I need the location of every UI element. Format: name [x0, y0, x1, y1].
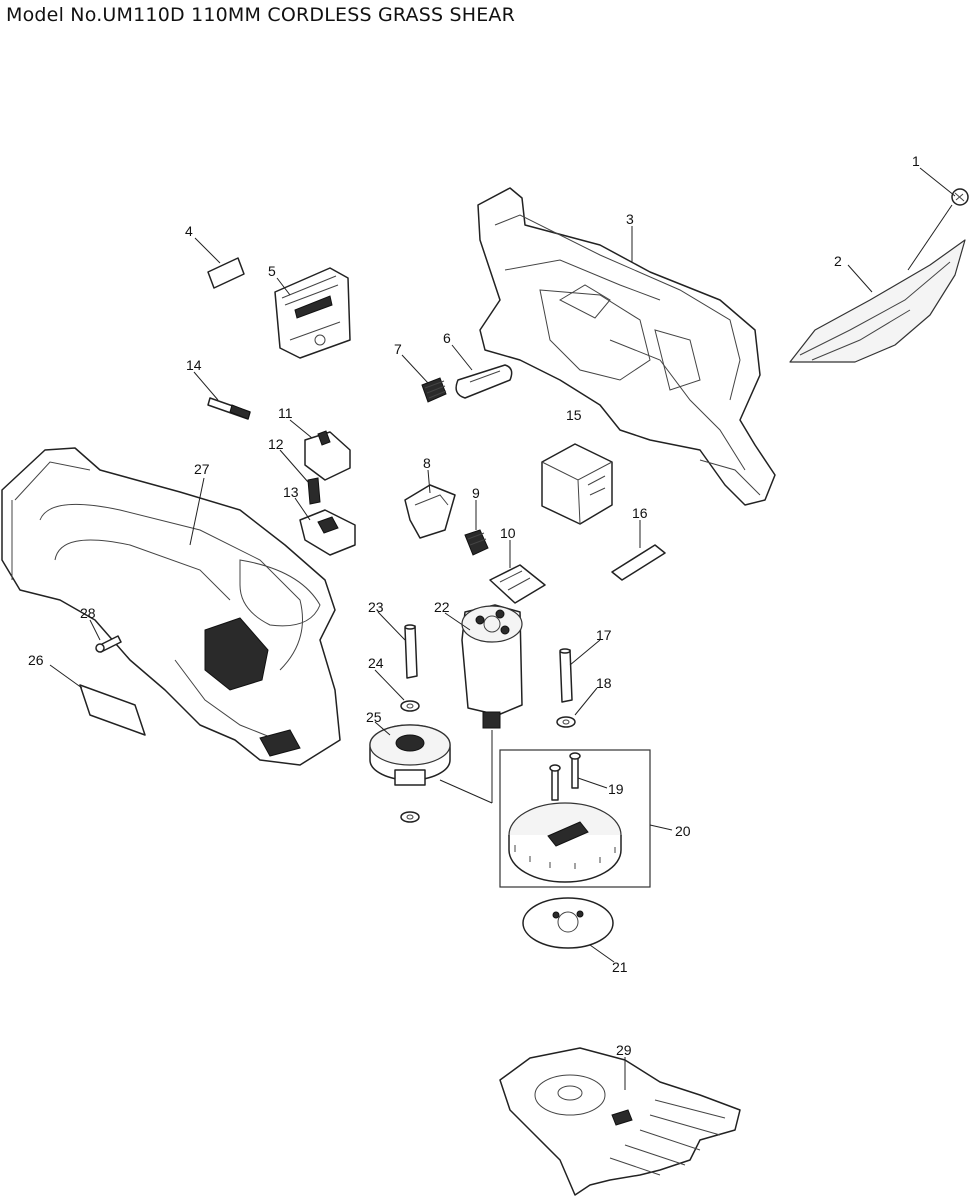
- callout-6: 6: [443, 330, 451, 346]
- part-7-spring: [421, 377, 447, 403]
- page-title: Model No.UM110D 110MM CORDLESS GRASS SHE…: [6, 4, 516, 26]
- part-15-battery-block: [541, 443, 613, 525]
- callout-8: 8: [423, 455, 431, 471]
- callout-7: 7: [394, 341, 402, 357]
- callout-labels: 1 2 3 4 5 6 7 8 9 10 11 12 13 14 15 16 1…: [28, 153, 920, 1058]
- part-27-main-housing: [1, 447, 341, 766]
- callout-1: 1: [912, 153, 920, 169]
- callout-18: 18: [596, 675, 612, 691]
- washer-lower: [400, 811, 420, 823]
- part-4-label: [207, 257, 245, 289]
- part-1-screw: [907, 188, 969, 271]
- callout-29: 29: [616, 1042, 632, 1058]
- callout-4: 4: [185, 223, 193, 239]
- part-11-switch: [304, 430, 351, 481]
- part-2-cover: [789, 239, 966, 363]
- part-21-disc: [522, 897, 614, 949]
- callout-25: 25: [366, 709, 382, 725]
- callout-3: 3: [626, 211, 634, 227]
- part-29-blade: [499, 1047, 741, 1196]
- callout-20: 20: [675, 823, 691, 839]
- callout-17: 17: [596, 627, 612, 643]
- callout-24: 24: [368, 655, 384, 671]
- callout-19: 19: [608, 781, 624, 797]
- callout-2: 2: [834, 253, 842, 269]
- callout-22: 22: [434, 599, 450, 615]
- callout-27: 27: [194, 461, 210, 477]
- callout-5: 5: [268, 263, 276, 279]
- part-8-lock-clip: [404, 484, 456, 539]
- callout-12: 12: [268, 436, 284, 452]
- callout-9: 9: [472, 485, 480, 501]
- callout-23: 23: [368, 599, 384, 615]
- callout-28: 28: [80, 605, 96, 621]
- callout-16: 16: [632, 505, 648, 521]
- part-28-screw: [95, 635, 122, 653]
- part-23-shaft: [404, 624, 418, 679]
- part-17-shaft: [559, 648, 573, 703]
- part-25-gear: [369, 724, 451, 786]
- part-14-pin: [207, 397, 251, 420]
- callout-15: 15: [566, 407, 582, 423]
- part-13-trigger: [299, 509, 356, 556]
- part-12-spring: [307, 477, 321, 505]
- part-24-washer: [400, 700, 420, 712]
- leader-lines: [49, 167, 956, 1090]
- callout-14: 14: [186, 357, 202, 373]
- callout-10: 10: [500, 525, 516, 541]
- part-6-button: [455, 364, 513, 399]
- part-18-washer: [556, 716, 576, 728]
- part-5-switch-block: [274, 267, 351, 359]
- part-19-screws: [549, 752, 581, 801]
- callout-21: 21: [612, 959, 628, 975]
- part-3-housing-frame: [477, 187, 776, 506]
- part-16-pin: [611, 544, 666, 581]
- part-9-spring: [464, 529, 489, 556]
- part-10-plate: [489, 564, 546, 604]
- part-26-label: [79, 684, 146, 736]
- callout-11: 11: [278, 405, 293, 421]
- callout-13: 13: [283, 484, 299, 500]
- part-22-motor: [461, 604, 523, 729]
- part-20-gear: [499, 749, 651, 888]
- callout-26: 26: [28, 652, 44, 668]
